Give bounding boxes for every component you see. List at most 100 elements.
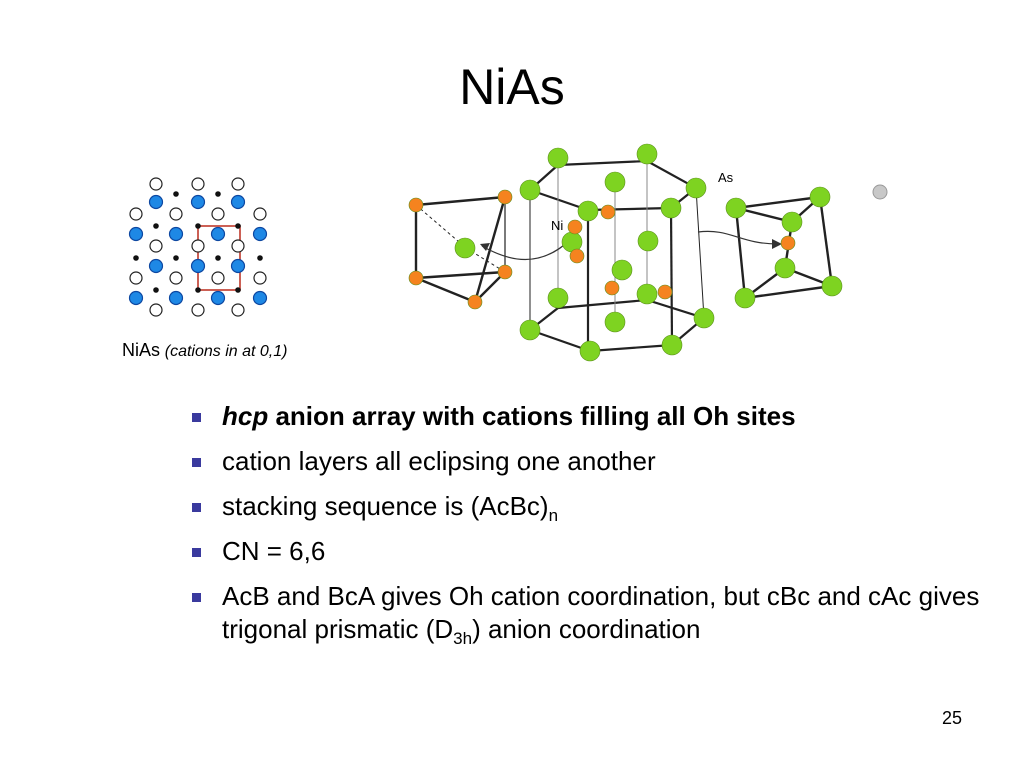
anion-atom [661, 334, 683, 356]
bullet-marker [192, 458, 201, 467]
anion-open-atom [191, 239, 205, 253]
cation-dot [195, 287, 201, 293]
bullet-2-text: cation layers all eclipsing one another [222, 446, 656, 476]
arrow-to-octahedron [481, 239, 571, 260]
bullet-3-subscript: n [548, 506, 559, 525]
bullet-marker [192, 593, 201, 602]
page-number: 25 [941, 708, 962, 728]
cation-dot [215, 255, 221, 261]
anion-atom [604, 311, 626, 333]
arrow-head-right [772, 239, 782, 249]
anion-atom [604, 171, 626, 193]
anion-atom [611, 259, 633, 281]
bullet-4-text: CN = 6,6 [222, 536, 326, 566]
grey-marker-dot [872, 184, 888, 200]
arrow-head-left [480, 243, 490, 251]
crystal-structure-svg: As Ni [408, 143, 888, 362]
anion-open-atom [231, 239, 245, 253]
cation-atom [600, 204, 616, 220]
anion-atom [774, 257, 796, 279]
anion-open-atom [253, 271, 267, 285]
cation-atom [408, 197, 424, 213]
anion-open-atom [211, 271, 225, 285]
cation-atom [569, 248, 585, 264]
cation-dot [235, 287, 241, 293]
cation-atom [497, 264, 513, 280]
anion-open-atom [253, 207, 267, 221]
cation-atom [408, 270, 424, 286]
bullet-5-subscript: 3h [453, 629, 473, 648]
anion-atom [636, 283, 658, 305]
lattice-projection-figure: NiAs (cations in at 0,1) [118, 168, 358, 368]
cation-atom [567, 219, 583, 235]
anion-open-atom [169, 207, 183, 221]
bullet-item-4: CN = 6,6 [190, 535, 980, 568]
cation-dot [153, 287, 159, 293]
bullet-item-1: hcp anion array with cations filling all… [190, 400, 980, 433]
bullet-5-text: AcB and BcA gives Oh cation coordination… [222, 581, 980, 644]
cation-atom [780, 235, 796, 251]
anion-open-atom [231, 303, 245, 317]
bullet-1-text: anion array with cations filling all Oh … [268, 401, 796, 431]
cation-dot [173, 191, 179, 197]
anion-open-atom [169, 271, 183, 285]
figure-caption: NiAs (cations in at 0,1) [122, 340, 287, 361]
anion-filled-atom [190, 194, 206, 210]
structure-atoms [408, 143, 888, 362]
anion-atom [454, 237, 476, 259]
anion-atom [547, 147, 569, 169]
anion-atom [637, 230, 659, 252]
anion-open-atom [191, 303, 205, 317]
cation-atom [467, 294, 483, 310]
bullet-5-text-end: ) anion coordination [472, 614, 701, 644]
anion-open-atom [149, 239, 163, 253]
bullet-item-3: stacking sequence is (AcBc)n [190, 490, 980, 525]
anion-filled-atom [210, 226, 226, 242]
bullet-marker [192, 413, 201, 422]
bullet-3-text: stacking sequence is (AcBc) [222, 491, 549, 521]
anion-atom [547, 287, 569, 309]
anion-atom [809, 186, 831, 208]
cation-dot [173, 255, 179, 261]
cation-dot [195, 223, 201, 229]
bullet-item-5: AcB and BcA gives Oh cation coordination… [190, 580, 980, 648]
lattice-projection-svg [128, 177, 268, 317]
cation-dot [153, 223, 159, 229]
anion-filled-atom [168, 290, 184, 306]
anion-filled-atom [128, 290, 144, 306]
arrow-to-prism [697, 230, 779, 245]
anion-open-atom [211, 207, 225, 221]
anion-atom [781, 211, 803, 233]
anion-filled-atom [148, 194, 164, 210]
anion-open-atom [149, 177, 163, 191]
anion-filled-atom [252, 290, 268, 306]
bullet-marker [192, 548, 201, 557]
anion-open-atom [231, 177, 245, 191]
octahedron-left [414, 195, 507, 304]
cation-dot [235, 223, 241, 229]
crystal-structure-figure: As Ni [400, 140, 900, 380]
anion-atom [660, 197, 682, 219]
anion-filled-atom [168, 226, 184, 242]
cation-dot [215, 191, 221, 197]
anion-atom [519, 179, 541, 201]
cation-dot [133, 255, 139, 261]
anion-open-atom [149, 303, 163, 317]
anion-filled-atom [210, 290, 226, 306]
anion-atom [579, 340, 601, 362]
anion-atom [734, 287, 756, 309]
anion-atom [725, 197, 747, 219]
anion-atom [821, 275, 843, 297]
unit-cell-rect [197, 225, 241, 291]
bullet-1-emphasis: hcp [222, 401, 269, 431]
anion-atom [577, 200, 599, 222]
anion-filled-atom [128, 226, 144, 242]
cation-dot [257, 255, 263, 261]
anion-filled-atom [252, 226, 268, 242]
anion-atom [693, 307, 715, 329]
anion-atom [685, 177, 707, 199]
caption-sub: (cations in at 0,1) [164, 343, 288, 360]
anion-filled-atom [230, 194, 246, 210]
bullet-item-2: cation layers all eclipsing one another [190, 445, 980, 478]
anion-atom [519, 319, 541, 341]
